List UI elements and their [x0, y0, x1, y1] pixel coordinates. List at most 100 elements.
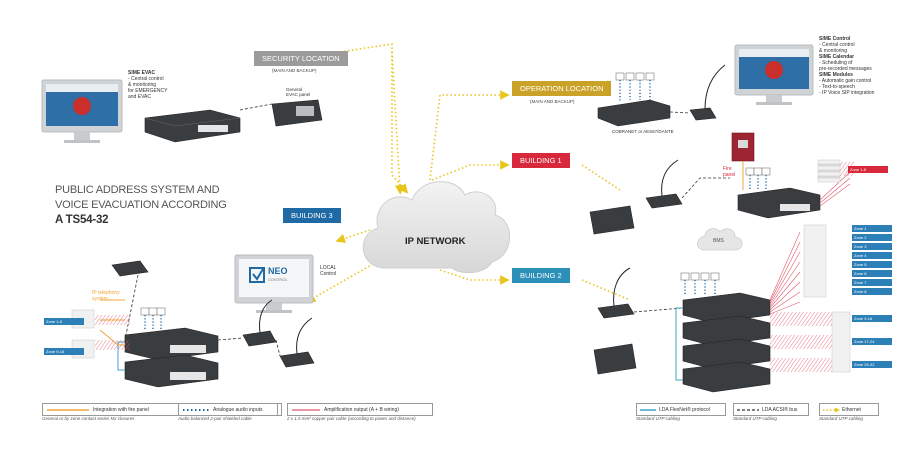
sime-control-line: - Central control [819, 42, 855, 48]
building1-rack [737, 187, 821, 219]
general-evac-line-2: EVAC panel [286, 92, 311, 97]
legend-box: Amplification output (A + B wiring) [287, 403, 433, 416]
zone-label: Zone 25-32 [852, 361, 892, 368]
audio-source-icons [140, 72, 771, 316]
legend-amplification: Amplification output (A + B wiring) 2 x … [287, 403, 433, 421]
legend-swatch [47, 408, 89, 411]
legend-box: LDA FlexNet® protocol [636, 403, 726, 416]
amplification-outputs [95, 162, 855, 372]
local-control-line-1: LOCAL [320, 265, 337, 271]
building-1-tag: BUILDING 1 [512, 153, 570, 168]
legend-flexnet: LDA FlexNet® protocol Standard UTP cabli… [636, 403, 726, 421]
legend-label: LDA FlexNet® protocol [659, 406, 710, 413]
legend-sub: General or by zone contact series Mx clo… [42, 416, 135, 421]
ethernet-links [305, 43, 631, 303]
security-location-sub: (MAIN AND BACKUP) [272, 68, 317, 73]
zone-label: Zone 1-8 [44, 318, 84, 325]
building-2-tag: BUILDING 2 [512, 268, 570, 283]
legend-swatch [737, 408, 759, 411]
sime-modules-line: - IP Voice SIP integration [819, 90, 875, 96]
sime-evac-monitor [41, 79, 123, 143]
legend-swatch [183, 408, 209, 411]
zone-label: Zone 8 [852, 288, 892, 295]
building3-mics [242, 299, 315, 368]
building2-mic-stations [593, 267, 637, 375]
legend-sub: Standard UTP cabling [819, 416, 863, 421]
sime-modules-line: - Text-to-speech [819, 84, 855, 90]
ip-network-label: IP NETWORK [405, 236, 466, 247]
building1-mic-station [589, 159, 683, 235]
general-evac-panel [271, 99, 323, 127]
legend-swatch [292, 408, 320, 411]
zone-label: Zone 17-24 [852, 338, 892, 345]
legend-audio: Analogue audio inputs Audio balanced 2-p… [178, 403, 278, 421]
zone-label: Zone 9-16 [852, 315, 892, 322]
local-control-line-2: Control [320, 271, 337, 277]
sime-control-line: & monitoring [819, 48, 848, 54]
legend-swatch [640, 408, 656, 411]
sime-evac-line: - Central control [128, 76, 164, 82]
security-location-tag: SECURITY LOCATION [254, 51, 348, 66]
zone-label: Zone 5 [852, 261, 892, 268]
bms-label: BMS [713, 238, 724, 244]
title-line-1: PUBLIC ADDRESS SYSTEM AND [55, 184, 220, 196]
sime-calendar-line: - Scheduling of [819, 60, 853, 66]
legend-box: Integration with fire panel [42, 403, 282, 416]
sime-evac-title: SIME EVAC [128, 70, 156, 76]
legend-box: LDA ACSI® bus [733, 403, 809, 416]
operation-mic [689, 64, 726, 121]
sime-control-title: SIME Control [819, 36, 851, 42]
legend-box: Ethernet [819, 403, 879, 416]
fire-panel-line-1: Fire [723, 166, 732, 172]
sime-evac-description: SIME EVAC - Central control & monitoring… [128, 70, 167, 100]
zone-label: Zone 1-8 [848, 166, 888, 173]
sime-modules-line: - Automatic gain control [819, 78, 872, 84]
legend-sub: 2 x 1,5 mm² copper pair cable (according… [287, 416, 416, 421]
legend-sub: Audio balanced 2-pair shielded cable [178, 416, 252, 421]
operation-location-sub: (MAIN AND BACKUP) [530, 99, 575, 104]
neo-monitor [234, 254, 314, 313]
neo-sub: CONTROL [268, 277, 288, 282]
ip-phone [111, 260, 149, 277]
ip-telephony-line-1: IP telephony [92, 290, 120, 296]
zone-label: Zone 2 [852, 234, 892, 241]
building2-zone-list: Zone 1 Zone 2 Zone 3 Zone 4 Zone 5 Zone … [852, 225, 892, 295]
zone-label: Zone 4 [852, 252, 892, 259]
legend-fire-panel: Integration with fire panel General or b… [42, 403, 282, 421]
local-control-label: LOCAL Control [320, 265, 336, 277]
legend-label: Analogue audio inputs [213, 406, 263, 413]
fire-panel-label: Fire panel [723, 166, 735, 178]
evac-rack-security [144, 109, 241, 143]
ip-telephony-line-2: system [92, 296, 108, 302]
sime-modules-title: SIME Modules [819, 72, 853, 78]
legend-sub: Standard UTP cabling [733, 416, 777, 421]
ip-network-cloud [362, 181, 511, 274]
fire-panel-line-2: panel [723, 172, 736, 178]
general-evac-line-1: General [286, 87, 303, 92]
fire-panel [731, 132, 755, 162]
ip-telephony-label: IP telephony system [92, 290, 120, 302]
audio-inputs [144, 80, 767, 330]
legend-label: Integration with fire panel [93, 406, 149, 413]
legend-ethernet: Ethernet Standard UTP cabling [819, 403, 879, 421]
zone-label: Zone 1 [852, 225, 892, 232]
sime-control-monitor [734, 44, 814, 105]
diagram-title: PUBLIC ADDRESS SYSTEM AND VOICE EVACUATI… [55, 183, 255, 228]
legend-sub: Standard UTP cabling [636, 416, 680, 421]
building3-racks [124, 327, 219, 388]
zone-label: Zone 3 [852, 243, 892, 250]
legend-label: LDA ACSI® bus [762, 406, 798, 413]
bms-cloud [697, 228, 743, 251]
operation-rack [597, 99, 671, 127]
zone-label: Zone 9-16 [44, 348, 84, 355]
building2-racks [682, 292, 771, 393]
legend-label: Amplification output (A + B wiring) [324, 406, 399, 413]
zone-label: Zone 7 [852, 279, 892, 286]
neo-brand: NEO [268, 266, 288, 276]
legend-label: Ethernet [842, 406, 861, 413]
sime-evac-line: and EVAC [128, 94, 151, 100]
title-line-2: VOICE EVACUATION ACCORDING [55, 199, 227, 211]
building-3-tag: BUILDING 3 [283, 208, 341, 223]
